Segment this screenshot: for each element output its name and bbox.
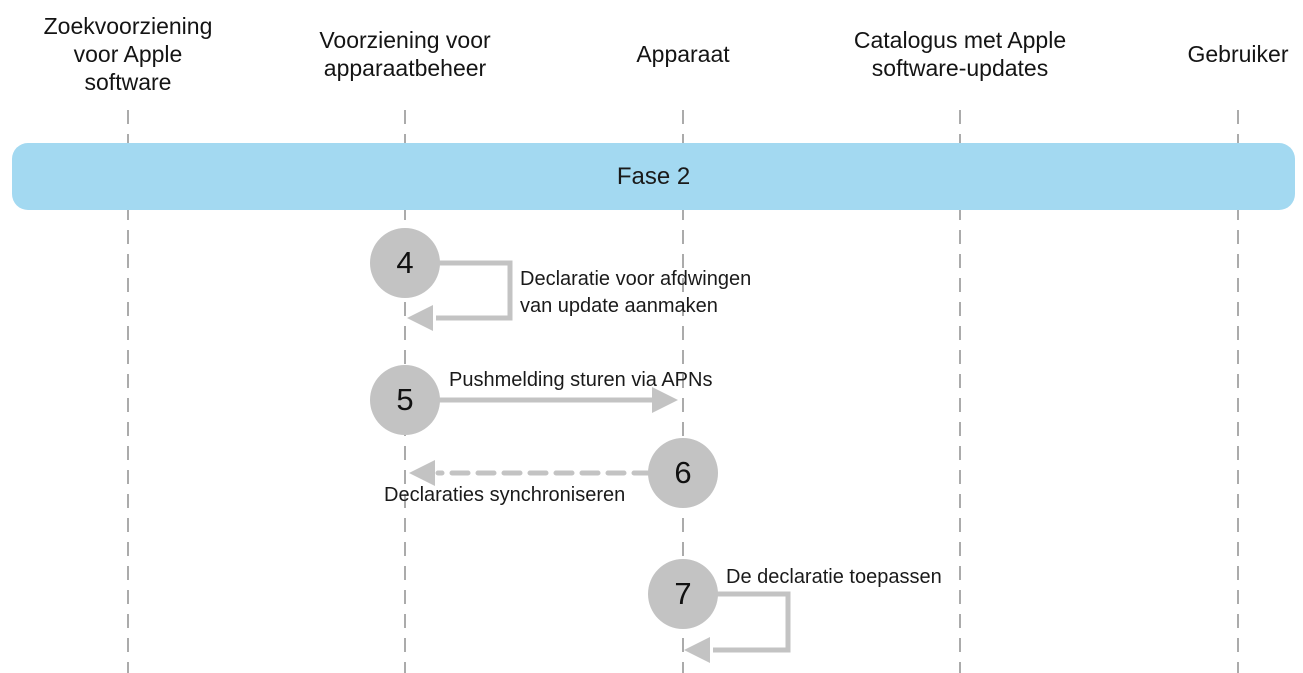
- step4-circle: 4: [370, 228, 440, 298]
- step7-arrowhead-left-icon: [684, 637, 710, 663]
- actor-header-catalogus: Catalogus met Apple software-updates: [853, 27, 1067, 81]
- step6-circle: 6: [648, 438, 718, 508]
- phase-banner-label: Fase 2: [616, 162, 691, 190]
- step5-label: Pushmelding sturen via APNs: [449, 369, 713, 391]
- step5-arrowhead-right-icon: [652, 387, 678, 413]
- step4-label: Declaratie voor afdwingen van update aan…: [520, 268, 752, 317]
- step7-self-loop-arrow: [683, 591, 791, 653]
- step4-self-loop-arrow: [405, 260, 513, 321]
- actor-header-gebruiker: Gebruiker: [1187, 41, 1289, 67]
- step7-number: 7: [674, 576, 692, 611]
- step5-number: 5: [396, 382, 414, 417]
- step4-number: 4: [396, 245, 414, 280]
- actor-header-zoekvoorziening: Zoekvoorziening voor Apple software: [43, 13, 213, 95]
- phase-banner: Fase 2: [12, 143, 1295, 210]
- step6-label: Declaraties synchroniseren: [384, 484, 626, 506]
- actor-header-apparaat: Apparaat: [636, 41, 730, 67]
- step6-arrowhead-left-icon: [409, 460, 435, 486]
- step7-circle: 7: [648, 559, 718, 629]
- step7-label: De declaratie toepassen: [726, 566, 942, 588]
- step6-number: 6: [674, 455, 692, 490]
- actor-header-apparaatbeheer: Voorziening voor apparaatbeheer: [319, 27, 491, 81]
- step4-arrowhead-left-icon: [407, 305, 433, 331]
- step5-circle: 5: [370, 365, 440, 435]
